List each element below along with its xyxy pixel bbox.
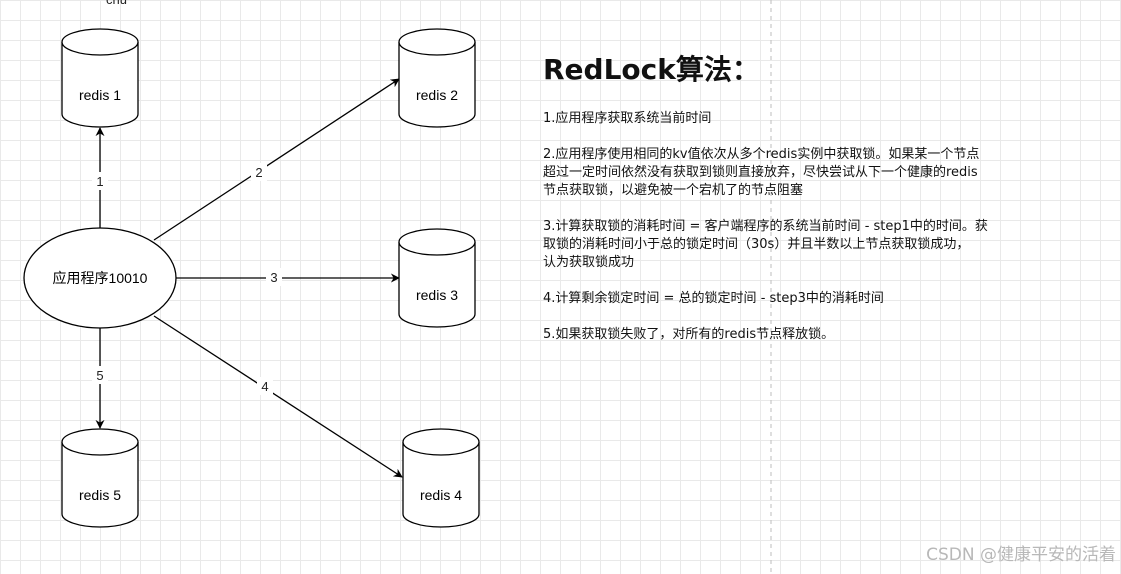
redlock-notes: RedLock算法： 1.应用程序获取系统当前时间 2.应用程序使用相同的kv值…	[543, 52, 1063, 362]
redis-node-1[interactable]: redis 1	[61, 28, 139, 128]
edge-3[interactable]: 3	[176, 268, 400, 286]
redis-node-4[interactable]: redis 4	[402, 428, 480, 528]
notes-step-5: 5.如果获取锁失败了，对所有的redis节点释放锁。	[543, 327, 835, 342]
redis-node-5-label: redis 5	[79, 487, 121, 503]
app-node[interactable]: 应用程序10010	[23, 227, 177, 329]
edge-label-3: 3	[270, 270, 277, 285]
redis-node-3[interactable]: redis 3	[398, 228, 476, 328]
top-cropped-label: cnu	[106, 0, 127, 7]
notes-title: RedLock算法：	[543, 53, 760, 86]
edge-4[interactable]: 4	[153, 315, 403, 478]
edge-label-2: 2	[255, 165, 262, 180]
redis-node-5[interactable]: redis 5	[61, 428, 139, 528]
edge-2[interactable]: 2	[153, 78, 400, 241]
notes-step-1: 1.应用程序获取系统当前时间	[543, 111, 712, 126]
redis-node-2[interactable]: redis 2	[398, 28, 476, 128]
notes-step-3: 3.计算获取锁的消耗时间 = 客户端程序的系统当前时间 - step1中的时间。…	[543, 219, 988, 270]
notes-step-2: 2.应用程序使用相同的kv值依次从多个redis实例中获取锁。如果某一个节点 超…	[543, 147, 980, 198]
csdn-watermark: CSDN @健康平安的活着	[926, 545, 1116, 565]
edge-label-5: 5	[96, 368, 103, 383]
notes-step-4: 4.计算剩余锁定时间 = 总的锁定时间 - step3中的消耗时间	[543, 291, 884, 306]
edge-label-4: 4	[261, 379, 268, 394]
edge-label-1: 1	[96, 174, 103, 189]
redis-node-1-label: redis 1	[79, 87, 121, 103]
redis-node-4-label: redis 4	[420, 487, 462, 503]
edge-1[interactable]: 1	[92, 127, 108, 228]
app-node-label: 应用程序10010	[53, 270, 148, 286]
edge-5[interactable]: 5	[92, 328, 108, 429]
redis-node-2-label: redis 2	[416, 87, 458, 103]
redis-node-3-label: redis 3	[416, 287, 458, 303]
